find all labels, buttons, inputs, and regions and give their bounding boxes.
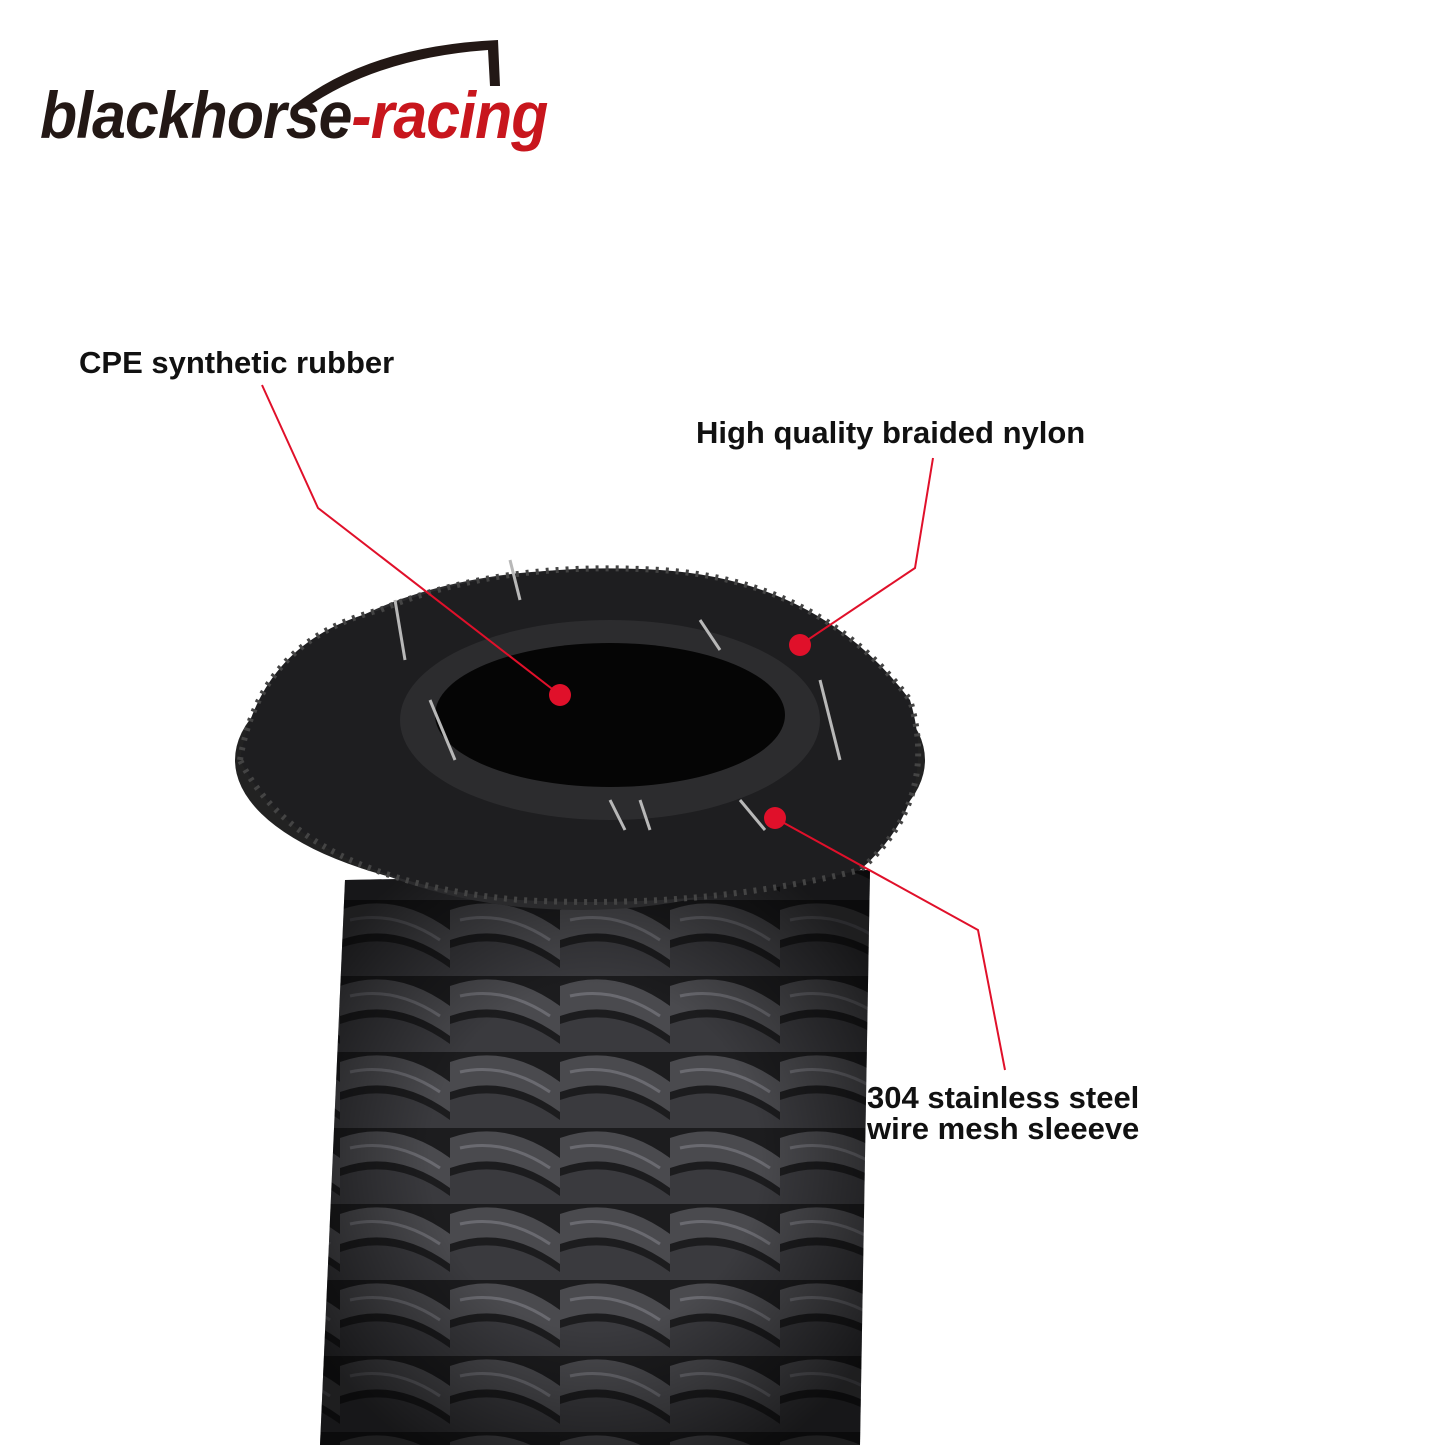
- callout-steel-label-line2: wire mesh sleeeve: [867, 1111, 1140, 1146]
- callout-lines: [261, 384, 1006, 1071]
- steel-marker-dot: [764, 807, 786, 829]
- callout-nylon-label: High quality braided nylon: [696, 415, 1086, 450]
- callout-steel-label-line1: 304 stainless steel: [867, 1080, 1140, 1115]
- hose-body: [320, 870, 870, 1445]
- brand-name-dark: blackhorse: [40, 78, 352, 152]
- callout-rubber-label: CPE synthetic rubber: [79, 345, 395, 380]
- logo-swoosh-icon: [293, 40, 500, 108]
- brand-logo: blackhorse-racing: [38, 36, 568, 148]
- nylon-marker-dot: [789, 634, 811, 656]
- brand-name-red: -racing: [351, 78, 548, 152]
- frayed-hose-end: [235, 559, 925, 910]
- rubber-marker-dot: [549, 684, 571, 706]
